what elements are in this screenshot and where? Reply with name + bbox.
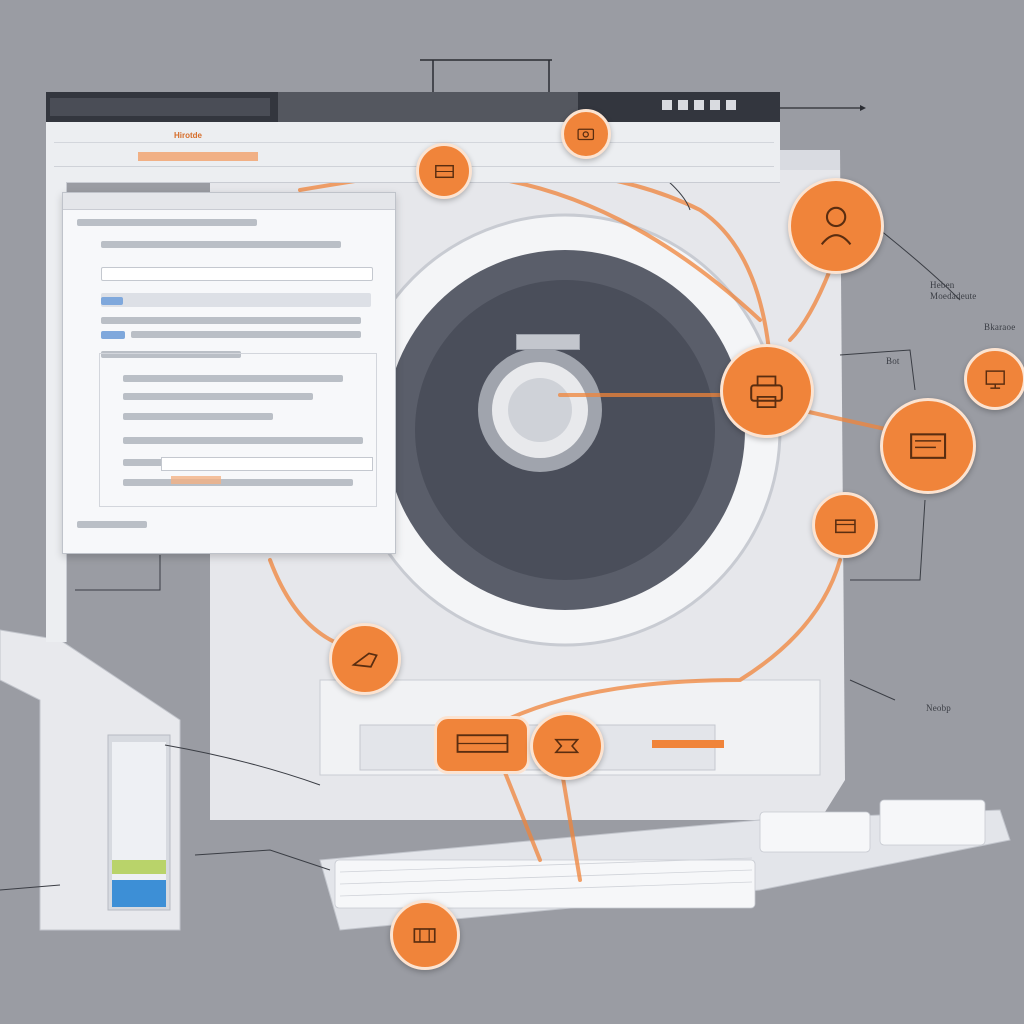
window-icon[interactable] xyxy=(694,100,704,110)
label-bottom-right: Neobp xyxy=(926,703,951,713)
dialog-input[interactable] xyxy=(161,457,373,471)
camera-icon[interactable] xyxy=(561,109,611,159)
box-icon[interactable] xyxy=(812,492,878,558)
label-right-mid: Bkaraoe xyxy=(984,322,1016,332)
panel-accent-strip xyxy=(652,740,724,748)
app-window-titlebar xyxy=(46,92,780,122)
tool-icon[interactable] xyxy=(329,623,401,695)
person-icon[interactable] xyxy=(788,178,884,274)
window-icon[interactable] xyxy=(710,100,720,110)
monitor-icon[interactable] xyxy=(964,348,1024,410)
window-controls xyxy=(662,100,772,114)
document-title: Hirotde xyxy=(174,131,202,140)
ribbon: Hirotde xyxy=(46,122,780,183)
document-icon[interactable] xyxy=(880,398,976,494)
printer-icon[interactable] xyxy=(720,344,814,438)
label-top-right: Heben Moedadeute xyxy=(930,280,977,301)
ribbon-highlight xyxy=(138,152,258,161)
window-icon[interactable] xyxy=(678,100,688,110)
window-icon[interactable] xyxy=(726,100,736,110)
printer-icon[interactable] xyxy=(390,900,460,970)
dialog-field-accent xyxy=(171,476,221,484)
ribbon-row xyxy=(54,166,774,167)
label-small-box: Bot xyxy=(886,356,900,366)
drum-tag xyxy=(516,334,580,350)
dialog-inner-panel xyxy=(99,353,377,507)
dialog-header xyxy=(63,193,395,210)
chart-icon[interactable] xyxy=(416,143,472,199)
titlebar-band xyxy=(278,92,578,122)
ribbon-row xyxy=(54,130,774,143)
package-icon[interactable] xyxy=(530,712,604,780)
cart-icon[interactable] xyxy=(434,716,530,774)
settings-dialog xyxy=(62,192,396,554)
window-icon[interactable] xyxy=(662,100,672,110)
titlebar-left-block xyxy=(50,98,270,116)
